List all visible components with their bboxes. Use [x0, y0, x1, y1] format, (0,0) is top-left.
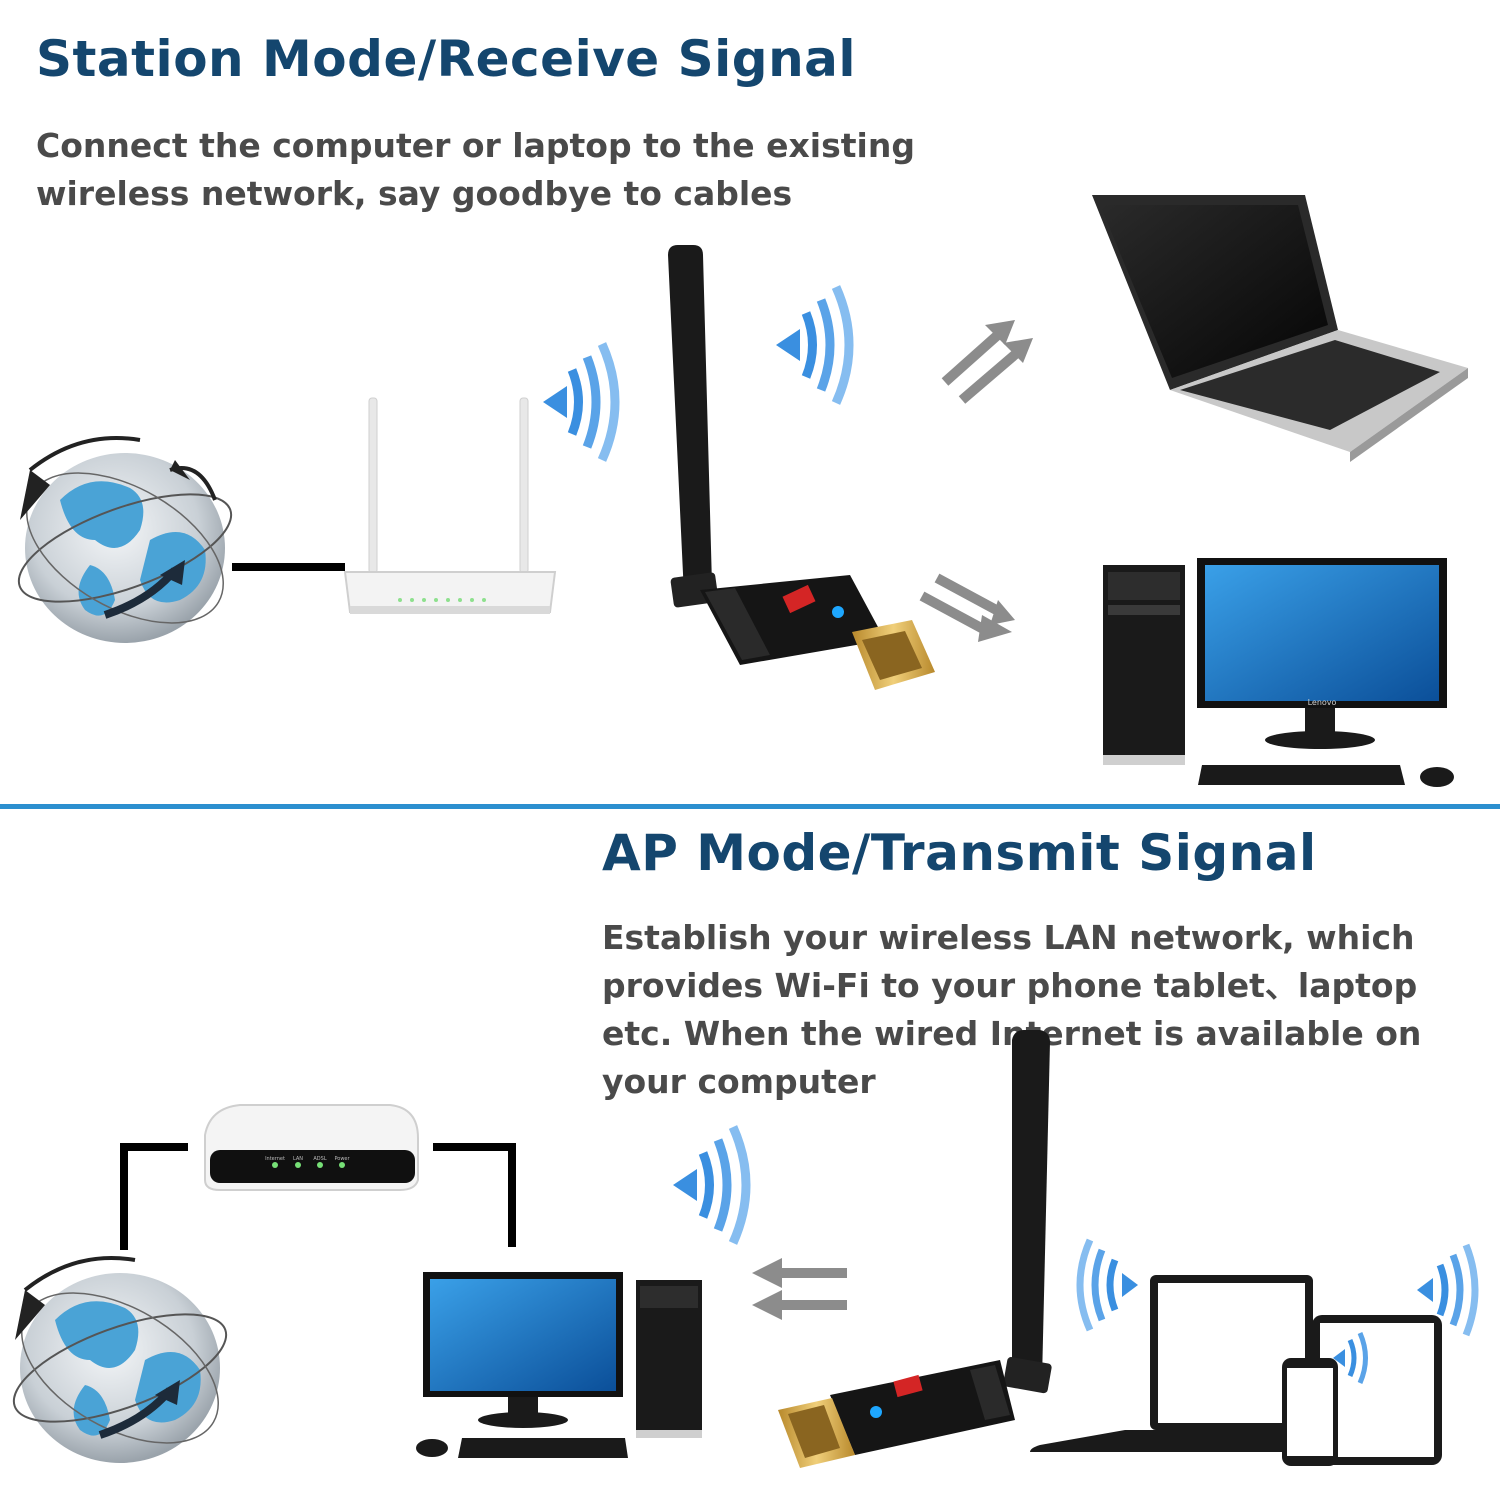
station-mode-title: Station Mode/Receive Signal	[36, 30, 857, 88]
ap-mode-description: Establish your wireless LAN network, whi…	[602, 918, 1422, 1101]
usb-wifi-adapter-icon	[778, 1030, 1052, 1468]
station-mode-description: Connect the computer or laptop to the ex…	[36, 126, 915, 213]
laptop-icon	[1092, 195, 1468, 462]
wifi-signal-icon	[1333, 1331, 1368, 1385]
wifi-router-icon	[343, 397, 557, 614]
data-arrow-icon	[919, 573, 1015, 642]
ap-mode-title: AP Mode/Transmit Signal	[602, 824, 1317, 882]
wifi-signal-icon	[1417, 1243, 1479, 1337]
led-label-adsl: ADSL	[313, 1156, 326, 1162]
laptop-icon	[1030, 1275, 1330, 1452]
wifi-signal-icon	[673, 1125, 751, 1245]
internet-globe-icon	[12, 1256, 228, 1463]
monitor-brand-label: Lenovo	[1308, 698, 1337, 707]
wifi-signal-icon	[1076, 1238, 1138, 1332]
led-label-internet: Internet	[265, 1156, 285, 1162]
wifi-signal-icon	[776, 285, 854, 405]
desktop-computer-icon: Lenovo	[1103, 558, 1454, 787]
wifi-signal-icon	[543, 342, 620, 462]
smartphone-icon	[1282, 1358, 1338, 1466]
modem-router-icon: Internet LAN ADSL Power	[204, 1104, 419, 1191]
led-label-power: Power	[334, 1156, 350, 1162]
ethernet-cable	[120, 1143, 516, 1250]
section-divider	[0, 804, 1500, 809]
data-arrow-icon	[941, 320, 1033, 404]
data-arrow-icon	[752, 1258, 847, 1320]
desktop-computer-icon	[416, 1272, 702, 1458]
led-label-lan: LAN	[293, 1156, 303, 1162]
usb-wifi-adapter-icon	[668, 245, 935, 690]
internet-globe-icon	[17, 436, 233, 643]
